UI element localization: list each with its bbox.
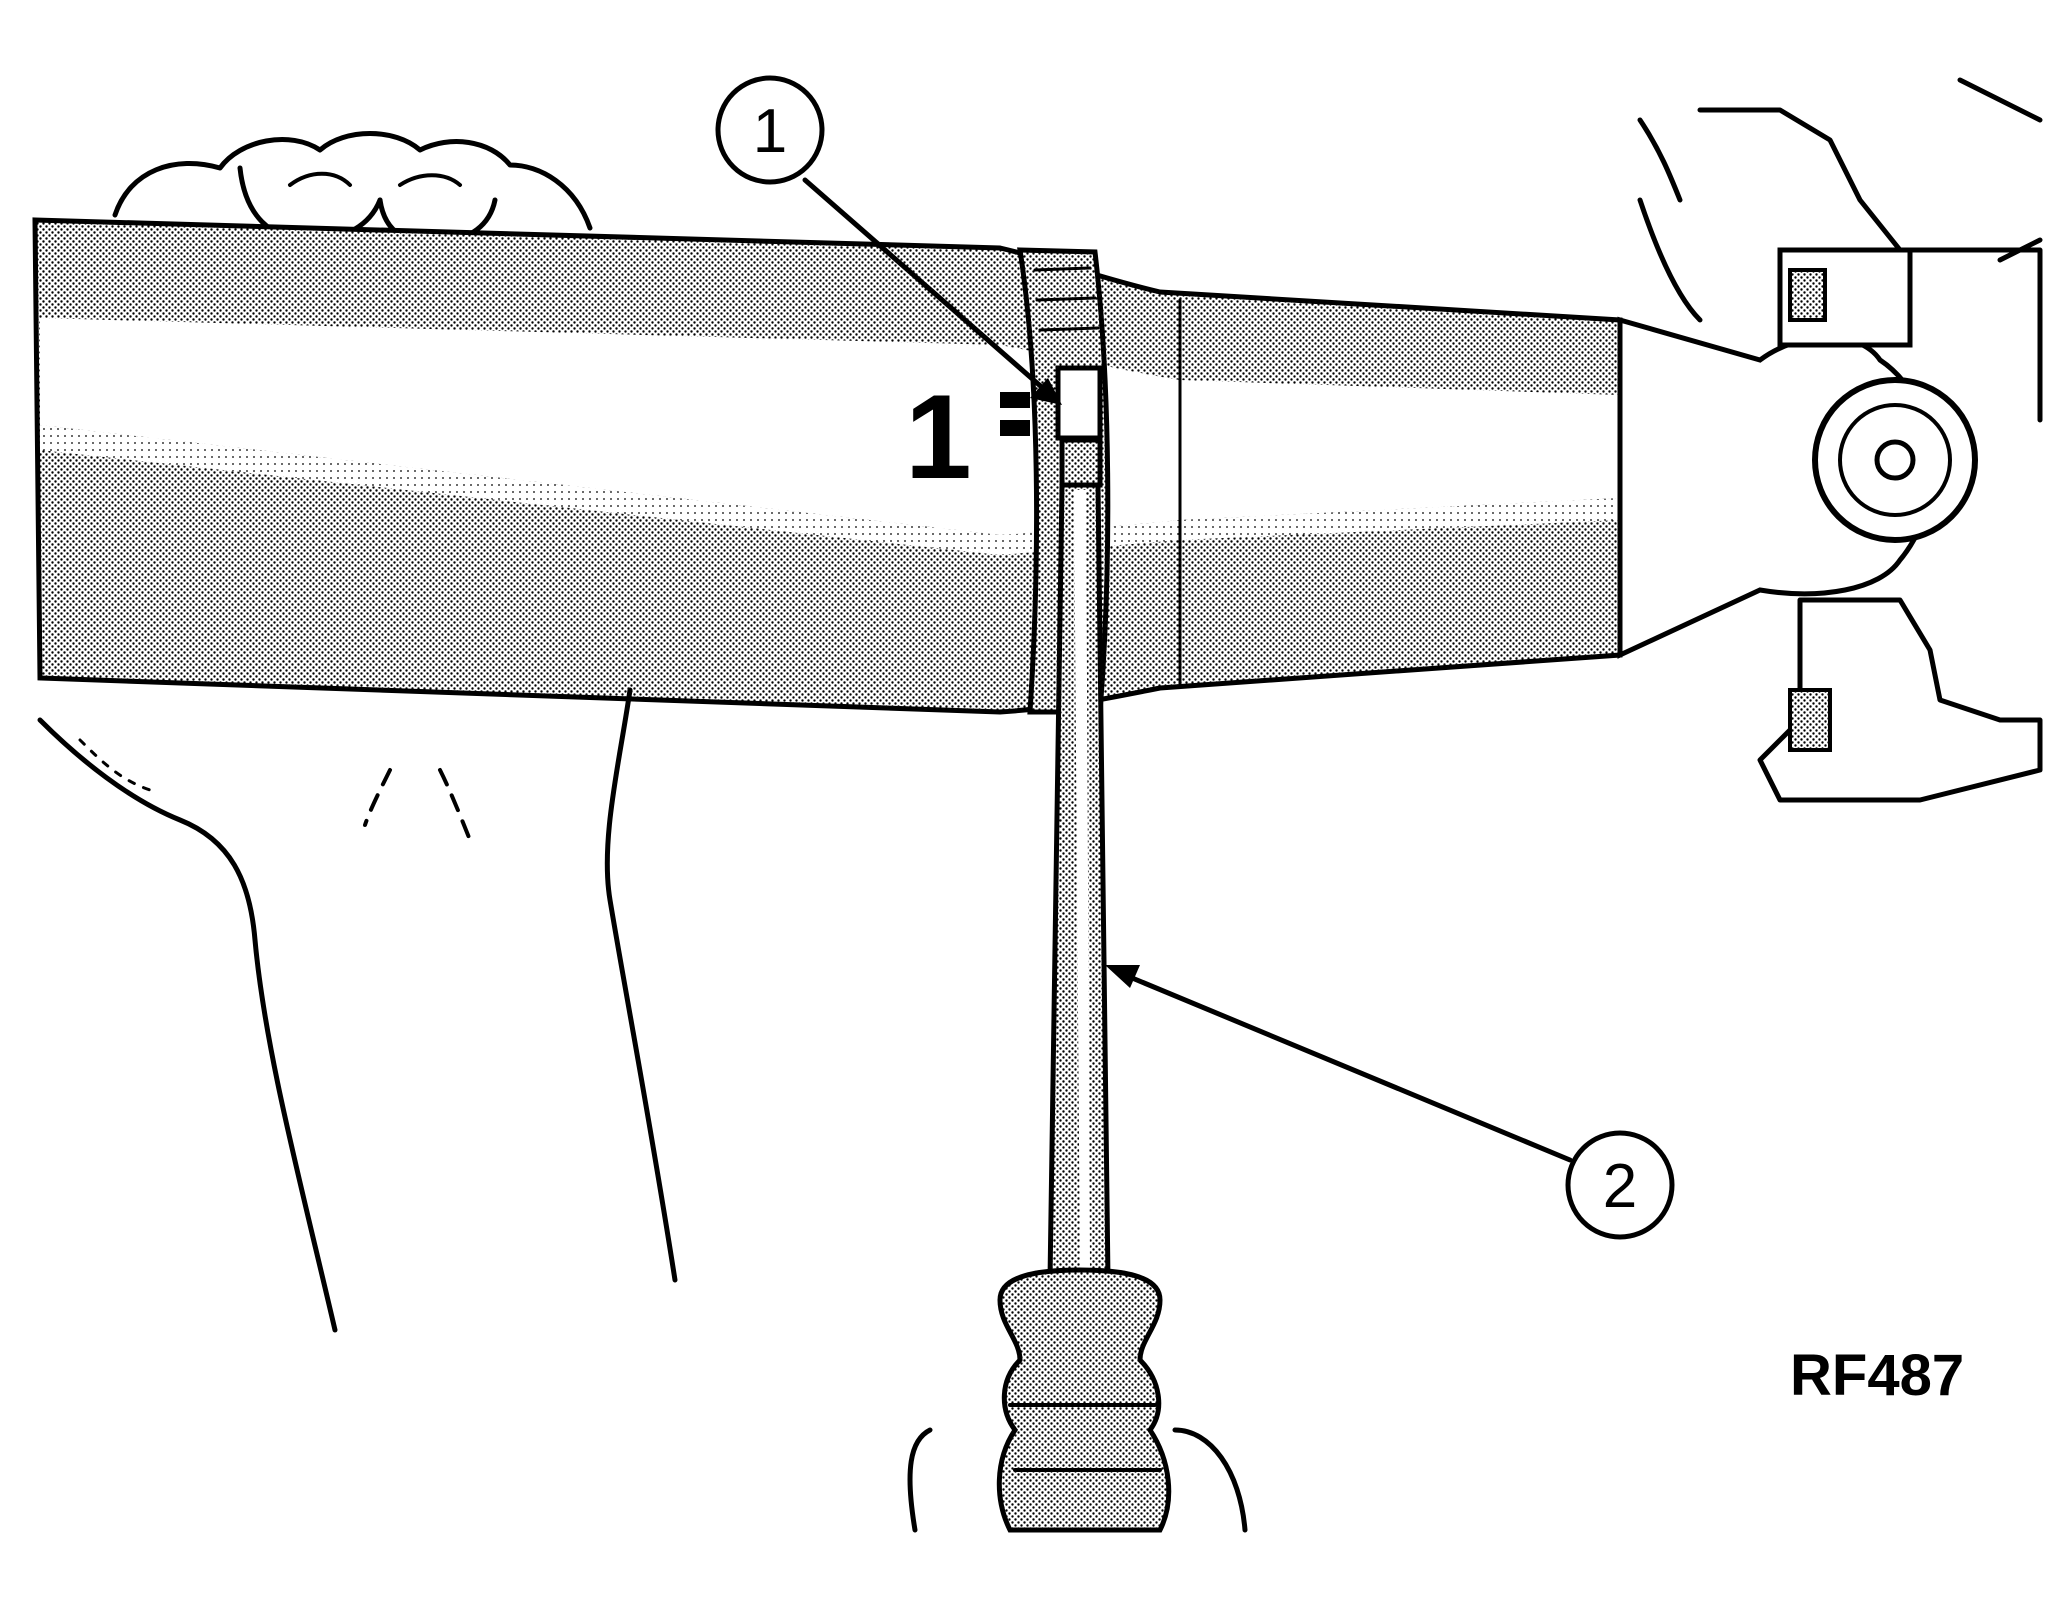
callout-1: 1: [715, 75, 1062, 405]
shaft-tube: [32, 217, 1623, 715]
callout-2: 2: [1105, 965, 1675, 1240]
shaft-index-mark: 1: [905, 370, 972, 504]
drive-yoke: [1617, 77, 2043, 803]
callout-1-number: 1: [753, 97, 787, 166]
screwdriver: [907, 482, 1248, 1533]
lower-hand: [37, 687, 678, 1333]
callout-2-number: 2: [1603, 1152, 1637, 1221]
figure-id: RF487: [1790, 1343, 1964, 1408]
